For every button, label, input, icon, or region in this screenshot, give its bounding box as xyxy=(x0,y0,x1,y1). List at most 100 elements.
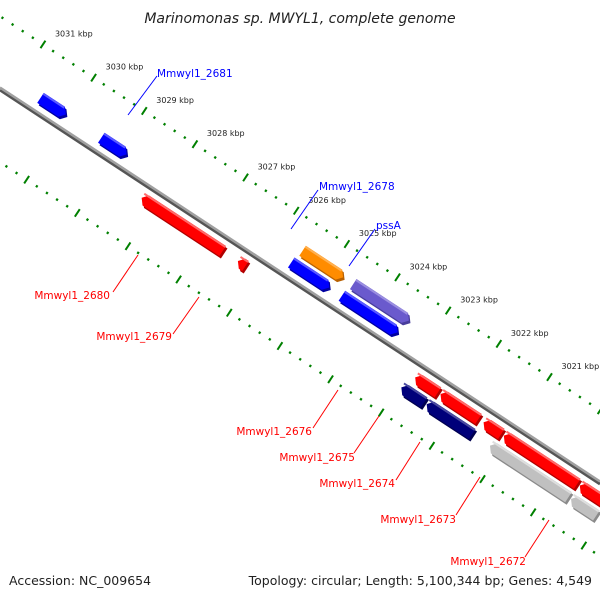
tick-label: 3028 kbp xyxy=(207,129,245,138)
outer-minor-tick xyxy=(578,395,582,399)
gene-feature-mmwyl1_2673[interactable] xyxy=(489,440,574,505)
gene-highlight xyxy=(428,399,476,431)
backbone-line xyxy=(0,86,600,483)
outer-minor-tick xyxy=(365,255,369,259)
tick-label: 3031 kbp xyxy=(55,29,93,38)
outer-minor-tick xyxy=(173,129,177,133)
inner-major-tick xyxy=(479,474,486,484)
outer-minor-tick xyxy=(568,388,572,392)
outer-major-tick xyxy=(90,73,97,83)
callout-leader-line xyxy=(353,415,380,454)
inner-minor-tick xyxy=(85,217,90,222)
gene-label[interactable]: Mmwyl1_2681 xyxy=(157,68,233,80)
gene-callout[interactable]: pssA xyxy=(348,220,402,267)
gene-callout[interactable]: Mmwyl1_2673 xyxy=(380,476,481,526)
inner-minor-tick xyxy=(258,331,262,335)
gene-callout[interactable]: Mmwyl1_2681 xyxy=(127,68,233,116)
gene-callout[interactable]: Mmwyl1_2678 xyxy=(290,181,395,230)
gene-callout[interactable]: Mmwyl1_2675 xyxy=(279,415,380,464)
gene-feature-mmwyl1_2681[interactable] xyxy=(98,132,129,160)
gene-label[interactable]: Mmwyl1_2672 xyxy=(450,556,526,568)
gene-label[interactable]: Mmwyl1_2675 xyxy=(279,452,355,464)
inner-minor-tick xyxy=(308,364,312,368)
gene-features xyxy=(37,92,600,524)
inner-minor-tick xyxy=(35,184,39,188)
gene-label[interactable]: Mmwyl1_2676 xyxy=(236,426,312,438)
tick-label: 3029 kbp xyxy=(156,96,194,105)
inner-minor-tick xyxy=(511,497,515,501)
gene-arrow xyxy=(141,195,226,257)
inner-major-tick xyxy=(529,507,537,517)
gene-feature[interactable] xyxy=(287,257,331,293)
callout-leader-line xyxy=(127,75,158,116)
outer-minor-tick xyxy=(588,402,592,406)
outer-minor-tick xyxy=(264,189,268,193)
gene-feature-mmwyl1_2672[interactable] xyxy=(571,494,600,524)
gene-highlight xyxy=(304,245,343,272)
outer-minor-tick xyxy=(162,122,167,126)
outer-major-tick xyxy=(546,372,553,382)
gene-arrow xyxy=(489,443,572,503)
gene-arrow xyxy=(401,385,428,408)
tick-label: 3022 kbp xyxy=(511,329,549,338)
gene-label[interactable]: Mmwyl1_2680 xyxy=(34,290,110,302)
gene-arrow xyxy=(349,279,409,323)
gene-feature[interactable] xyxy=(37,92,68,120)
gene-label[interactable]: Mmwyl1_2674 xyxy=(319,478,395,490)
gene-feature[interactable] xyxy=(503,430,583,492)
gene-feature[interactable] xyxy=(338,290,400,338)
gene-label[interactable]: Mmwyl1_2679 xyxy=(96,331,172,343)
callout-leader-line xyxy=(290,189,319,230)
gene-feature-mmwyl1_2678[interactable] xyxy=(299,245,345,283)
outer-minor-tick xyxy=(416,288,420,293)
outer-minor-tick xyxy=(375,262,379,266)
outer-minor-tick xyxy=(406,282,410,286)
gene-feature-mmwyl1_2680[interactable] xyxy=(141,192,228,259)
inner-minor-tick xyxy=(572,537,576,541)
gene-arrow xyxy=(426,401,476,440)
outer-minor-tick xyxy=(132,102,136,106)
outer-scale-ticks xyxy=(0,16,600,415)
gene-feature-mmwyl1_2679[interactable] xyxy=(237,256,251,274)
gene-callout[interactable]: Mmwyl1_2676 xyxy=(236,389,339,438)
outer-minor-tick xyxy=(0,16,5,20)
inner-minor-tick xyxy=(55,198,59,202)
gene-feature[interactable] xyxy=(440,389,484,427)
outer-minor-tick xyxy=(223,162,227,166)
gene-feature-pssa[interactable] xyxy=(349,279,411,326)
gene-callout[interactable]: Mmwyl1_2679 xyxy=(96,296,200,343)
callout-leader-line xyxy=(395,441,421,481)
gene-callout[interactable]: Mmwyl1_2672 xyxy=(450,519,550,568)
gene-label[interactable]: pssA xyxy=(376,220,402,232)
gene-callout[interactable]: Mmwyl1_2680 xyxy=(34,254,139,302)
inner-major-tick xyxy=(428,441,436,451)
gene-callout[interactable]: Mmwyl1_2674 xyxy=(319,441,421,490)
outer-minor-tick xyxy=(335,235,339,239)
gene-feature-mmwyl1_2676[interactable] xyxy=(415,372,443,400)
tick-label: 3025 kbp xyxy=(359,229,397,238)
tick-label: 3027 kbp xyxy=(258,162,296,171)
outer-minor-tick xyxy=(10,22,15,27)
inner-minor-tick xyxy=(217,304,221,308)
outer-minor-tick xyxy=(21,29,25,33)
gene-arrow xyxy=(287,257,330,290)
gene-feature[interactable] xyxy=(579,480,600,511)
inner-minor-tick xyxy=(106,231,110,235)
inner-major-tick xyxy=(175,275,182,284)
outer-minor-tick xyxy=(304,215,308,220)
gene-feature-mmwyl1_2676[interactable] xyxy=(401,382,429,410)
gene-feature-mmwyl1_2675[interactable] xyxy=(426,399,478,442)
outer-major-tick xyxy=(242,173,249,182)
tick-label: 3021 kbp xyxy=(562,362,600,371)
inner-minor-tick xyxy=(501,490,505,494)
inner-minor-tick xyxy=(136,251,140,255)
inner-minor-tick xyxy=(460,464,464,468)
gene-label[interactable]: Mmwyl1_2678 xyxy=(319,181,395,193)
inner-minor-tick xyxy=(349,390,353,395)
gene-label[interactable]: Mmwyl1_2673 xyxy=(380,514,456,526)
inner-minor-tick xyxy=(65,204,69,208)
gene-feature-mmwyl1_2674[interactable] xyxy=(483,417,507,442)
gene-highlight xyxy=(581,480,600,495)
outer-minor-tick xyxy=(112,89,116,93)
